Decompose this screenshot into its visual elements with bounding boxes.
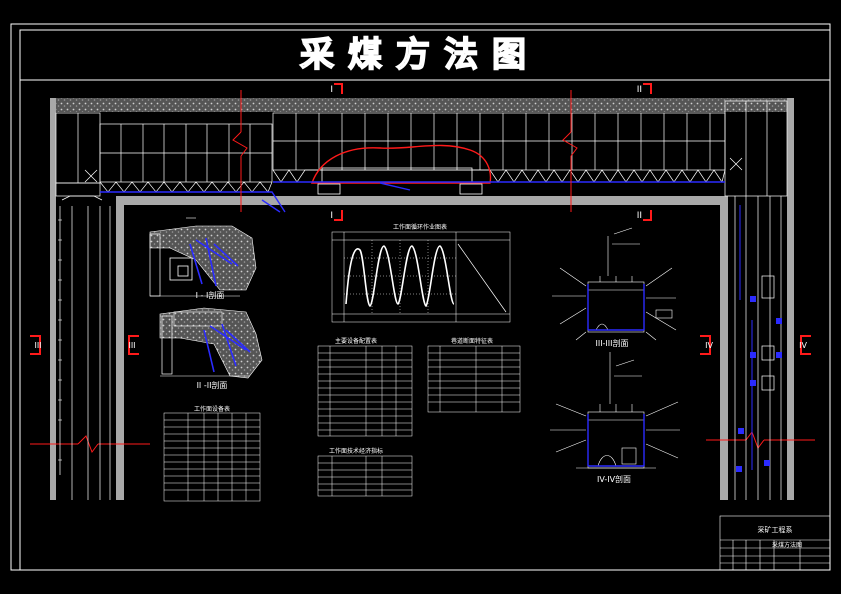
- section-four-label: IV-IV剖面: [597, 474, 631, 484]
- title-block-company: 采矿工程系: [758, 525, 793, 534]
- roadway-walls: [50, 98, 794, 500]
- svg-text:IV: IV: [705, 341, 713, 350]
- conveyor-lines: [100, 181, 725, 213]
- cycle-chart: [331, 231, 511, 323]
- left-roadway-rails: [59, 195, 111, 500]
- shearer-drum-right: [459, 183, 483, 195]
- hydraulic-support-grid-right: [272, 100, 788, 197]
- indicator-table-title: 工作面技术经济指标: [329, 447, 383, 455]
- section-one-label: I - I剖面: [196, 290, 225, 300]
- section-cut-lines: [30, 90, 815, 454]
- title-block: [719, 515, 831, 571]
- roadway-table-title: 巷道断面特征表: [451, 337, 493, 345]
- right-roadway-rails: [734, 196, 782, 500]
- cycle-chart-diagonal: [457, 243, 507, 313]
- section-marker-two-top: II: [637, 83, 652, 95]
- svg-text:II: II: [637, 211, 642, 221]
- svg-text:III: III: [34, 341, 41, 350]
- section-marker-three-left: III: [30, 335, 42, 355]
- section-marker-four-right: IV: [799, 335, 811, 355]
- section-three-label: III-III剖面: [595, 338, 628, 348]
- section-one-sketch: [149, 217, 257, 297]
- roadway-table: [427, 345, 521, 413]
- section-marker-two-bottom: II: [637, 210, 652, 221]
- svg-text:IV: IV: [799, 341, 807, 350]
- section-marker-one-bottom: I: [330, 210, 343, 221]
- inner-border: [19, 29, 831, 571]
- section-two-sketch: [159, 307, 263, 379]
- section-three-sketch: [552, 227, 677, 341]
- section-three-supports: [587, 284, 645, 331]
- svg-text:II: II: [637, 85, 642, 95]
- section-marker-three-right: III: [128, 335, 139, 355]
- section-two-label: II -II剖面: [197, 380, 228, 390]
- section-four-sketch: [550, 352, 680, 469]
- config-table-title: 主要设备配置表: [335, 337, 377, 345]
- drawing-title: 采煤方法图: [300, 35, 540, 75]
- cycle-chart-title: 工作面循环作业图表: [393, 223, 447, 231]
- equipment-table: [163, 412, 261, 502]
- section-four-supports: [587, 414, 645, 467]
- title-block-drawing-name: 采煤方法图: [772, 541, 802, 549]
- right-roadway-equipment: [736, 296, 782, 472]
- shearer-drum-left: [317, 183, 341, 195]
- equipment-table-title: 工作面设备表: [194, 405, 230, 413]
- svg-text:III: III: [128, 341, 135, 350]
- svg-text:I: I: [330, 211, 333, 221]
- section-marker-four-left: IV: [700, 335, 713, 355]
- section-marker-one-top: I: [330, 83, 343, 95]
- right-roadway-cable: [739, 205, 753, 470]
- config-table: [317, 345, 413, 437]
- svg-text:I: I: [330, 85, 333, 95]
- shearer-outline: [311, 144, 492, 184]
- cycle-chart-wave: [345, 245, 455, 308]
- hydraulic-support-grid-left: [55, 112, 273, 197]
- left-roadway-ties: [58, 219, 62, 461]
- indicator-table: [317, 455, 413, 497]
